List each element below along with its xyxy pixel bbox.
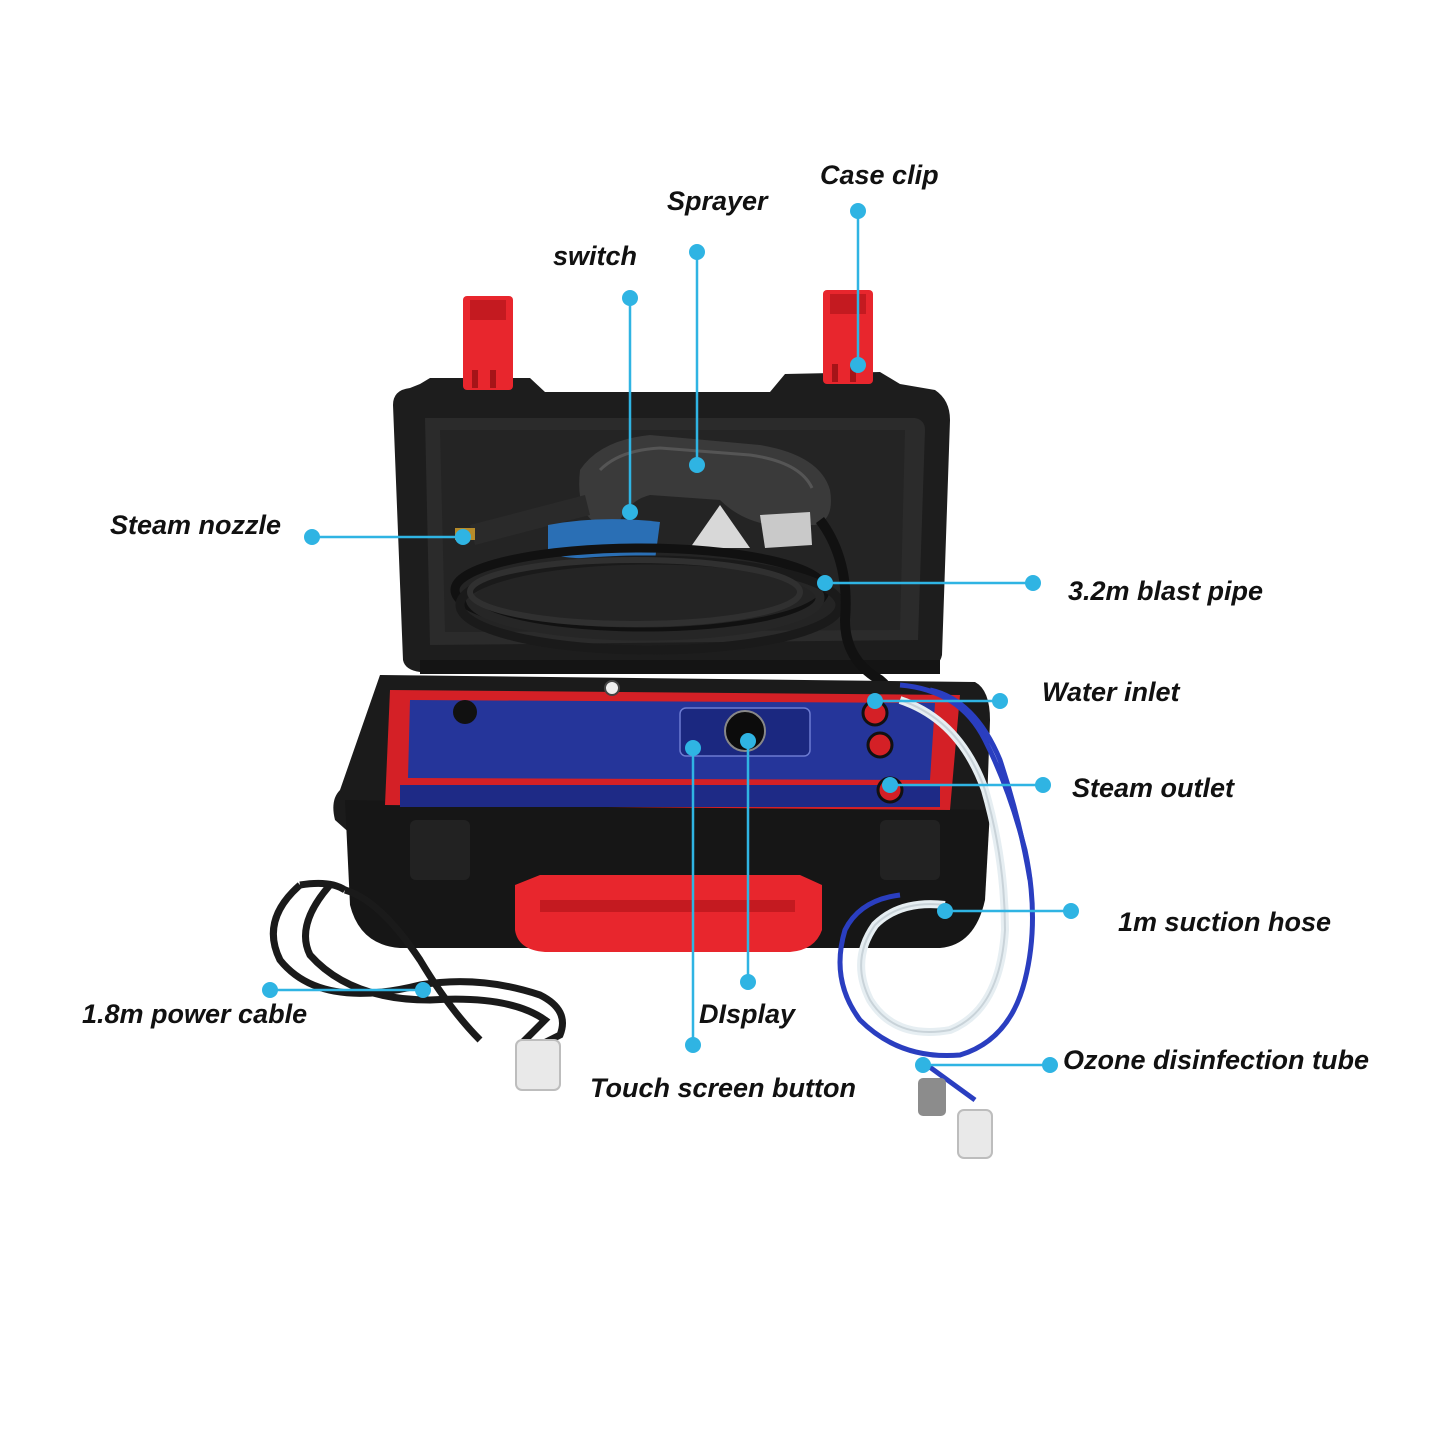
case-clip-right <box>823 290 873 384</box>
callout-dots <box>262 203 1079 1073</box>
power-plug <box>515 1039 561 1091</box>
label-suction-hose: 1m suction hose <box>1118 907 1332 937</box>
label-display: DIsplay <box>699 999 796 1029</box>
label-steam-nozzle: Steam nozzle <box>110 510 282 540</box>
label-water-inlet: Water inlet <box>1042 677 1180 707</box>
label-ozone-tube: Ozone disinfection tube <box>1063 1045 1370 1075</box>
case-clip-left <box>463 296 513 390</box>
case-base <box>333 675 990 948</box>
power-cable <box>269 879 566 1054</box>
carry-handle <box>515 875 822 952</box>
label-case-clip: Case clip <box>820 160 939 190</box>
label-power-cable: 1.8m power cable <box>82 999 308 1029</box>
label-switch: switch <box>553 241 638 271</box>
label-touch-button: Touch screen button <box>590 1073 857 1103</box>
white-suction-hose <box>857 696 1010 1036</box>
hose-fittings <box>918 1078 993 1159</box>
label-steam-outlet: Steam outlet <box>1072 773 1235 803</box>
label-blast-pipe: 3.2m blast pipe <box>1068 576 1264 606</box>
callout-lines <box>270 211 1071 1067</box>
label-sprayer: Sprayer <box>667 186 768 216</box>
